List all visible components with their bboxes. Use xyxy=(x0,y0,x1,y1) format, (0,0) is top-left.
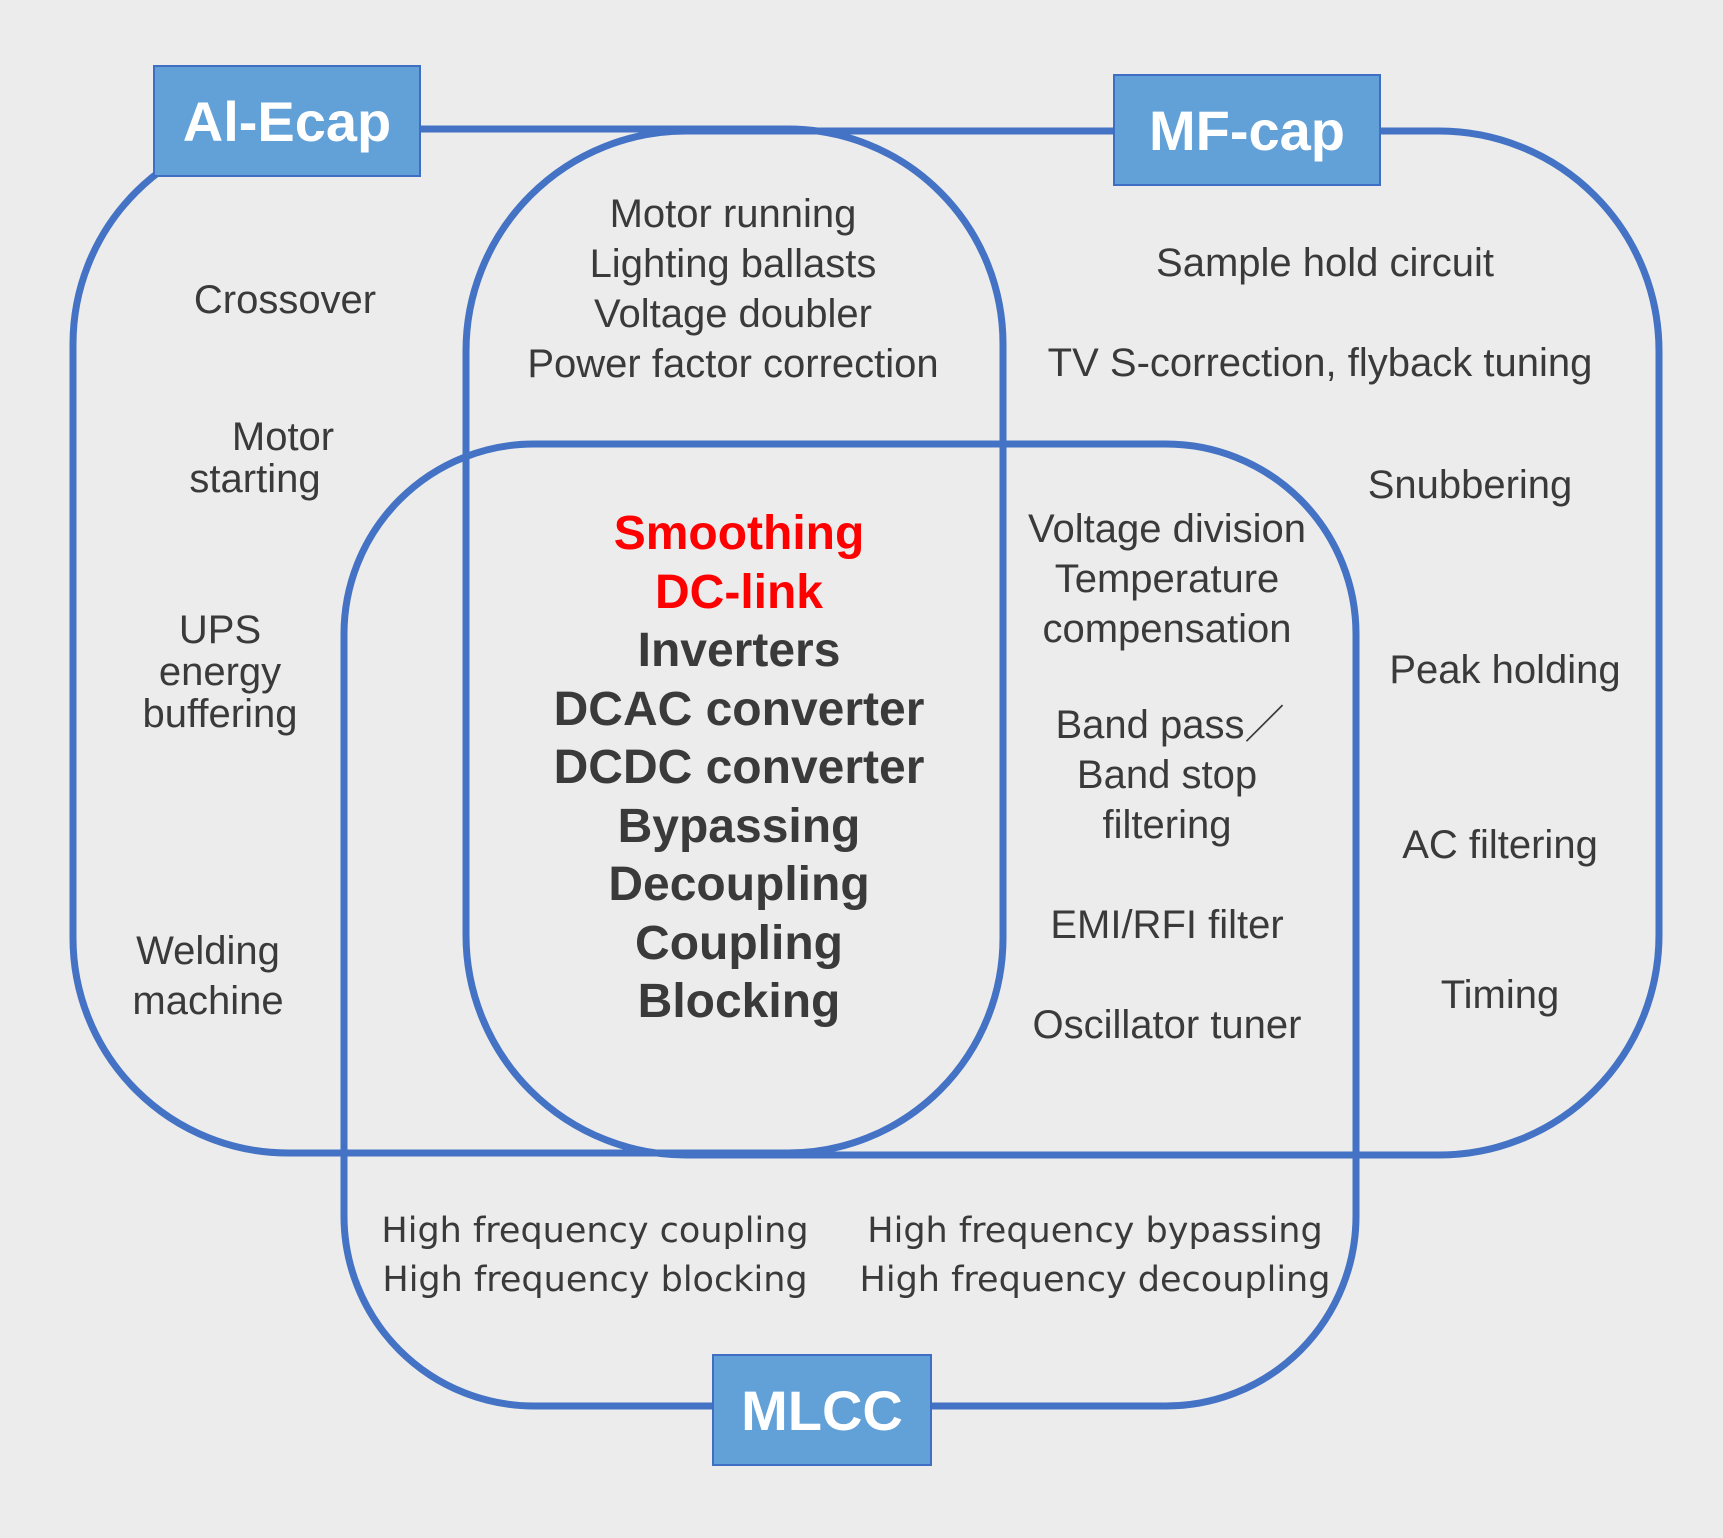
core-item-6: Coupling xyxy=(635,916,843,970)
motor-starting-text: Motor starting xyxy=(130,412,380,504)
mlcc-left-line-2: High frequency blocking xyxy=(382,1260,808,1300)
oscillator-tuner-text: Oscillator tuner xyxy=(1032,1003,1302,1047)
sample-hold-text: Sample hold circuit xyxy=(1156,241,1494,285)
voltage-line-1: Voltage division xyxy=(1028,507,1306,551)
snubbering-text: Snubbering xyxy=(1367,463,1573,507)
welding-machine-text: Welding machine xyxy=(83,926,333,1026)
ups-line-c: buffering xyxy=(142,692,298,736)
mlcc-right-line-1: High frequency bypassing xyxy=(867,1211,1323,1251)
timing-text: Timing xyxy=(1440,973,1560,1017)
motor-starting-line-1: Motor xyxy=(231,415,335,459)
mlcc-label: MLCC xyxy=(712,1354,932,1466)
welding-line-2: machine xyxy=(132,979,284,1023)
al-ecap-label: Al-Ecap xyxy=(153,65,421,177)
mlcc-right-line-2: High frequency decoupling xyxy=(859,1260,1331,1300)
core-item-4: Bypassing xyxy=(617,799,861,853)
band-line-1: Band pass／ xyxy=(1055,703,1285,747)
core-item-1: Inverters xyxy=(637,624,841,678)
band-line-2: Band stop xyxy=(1076,753,1258,797)
al-mf-item-1: Motor running xyxy=(609,192,857,236)
al-ecap-region-outline xyxy=(69,125,1007,1157)
voltage-line-2: Temperature xyxy=(1054,557,1280,601)
mlcc-left-line-1: High frequency coupling xyxy=(381,1211,809,1251)
ups-energy-buffering-text: UPS energy buffering xyxy=(95,605,345,739)
welding-line-1: Welding xyxy=(136,929,280,973)
mlcc-left-text: High frequency coupling High frequency b… xyxy=(370,1207,820,1305)
core-item-3: DCDC converter xyxy=(553,741,925,795)
core-item-5: Decoupling xyxy=(608,858,870,912)
mf-cap-region-outline xyxy=(462,127,1663,1159)
voltage-line-3: compensation xyxy=(1042,607,1292,651)
emi-rfi-filter-text: EMI/RFI filter xyxy=(1050,903,1284,947)
mlcc-right-text: High frequency bypassing High frequency … xyxy=(850,1207,1340,1305)
al-mf-item-3: Voltage doubler xyxy=(593,292,872,336)
al-mf-item-4: Power factor correction xyxy=(527,342,939,386)
ups-line-b: energy xyxy=(158,650,282,694)
band-line-3: filtering xyxy=(1102,803,1232,847)
al-mf-item-2: Lighting ballasts xyxy=(589,242,877,286)
ac-filtering-text: AC filtering xyxy=(1402,823,1598,867)
core-applications-text: Smoothing DC-link Inverters DCAC convert… xyxy=(489,505,989,1032)
voltage-division-text: Voltage division Temperature compensatio… xyxy=(1017,504,1317,654)
band-filtering-text: Band pass／ Band stop filtering xyxy=(1017,700,1317,850)
core-item-2: DCAC converter xyxy=(553,682,925,736)
tv-correction-text: TV S-correction, flyback tuning xyxy=(1047,341,1593,385)
ups-line-a: UPS xyxy=(178,608,262,652)
crossover-text: Crossover xyxy=(193,278,377,322)
al-mf-applications-text: Motor running Lighting ballasts Voltage … xyxy=(483,189,983,389)
core-highlight-dc-link: DC-link xyxy=(655,565,823,619)
core-highlight-smoothing: Smoothing xyxy=(613,507,865,560)
mf-cap-label: MF-cap xyxy=(1113,74,1381,186)
core-item-7: Blocking xyxy=(637,975,841,1029)
motor-starting-line-2: starting xyxy=(189,457,321,501)
peak-holding-text: Peak holding xyxy=(1389,648,1621,692)
